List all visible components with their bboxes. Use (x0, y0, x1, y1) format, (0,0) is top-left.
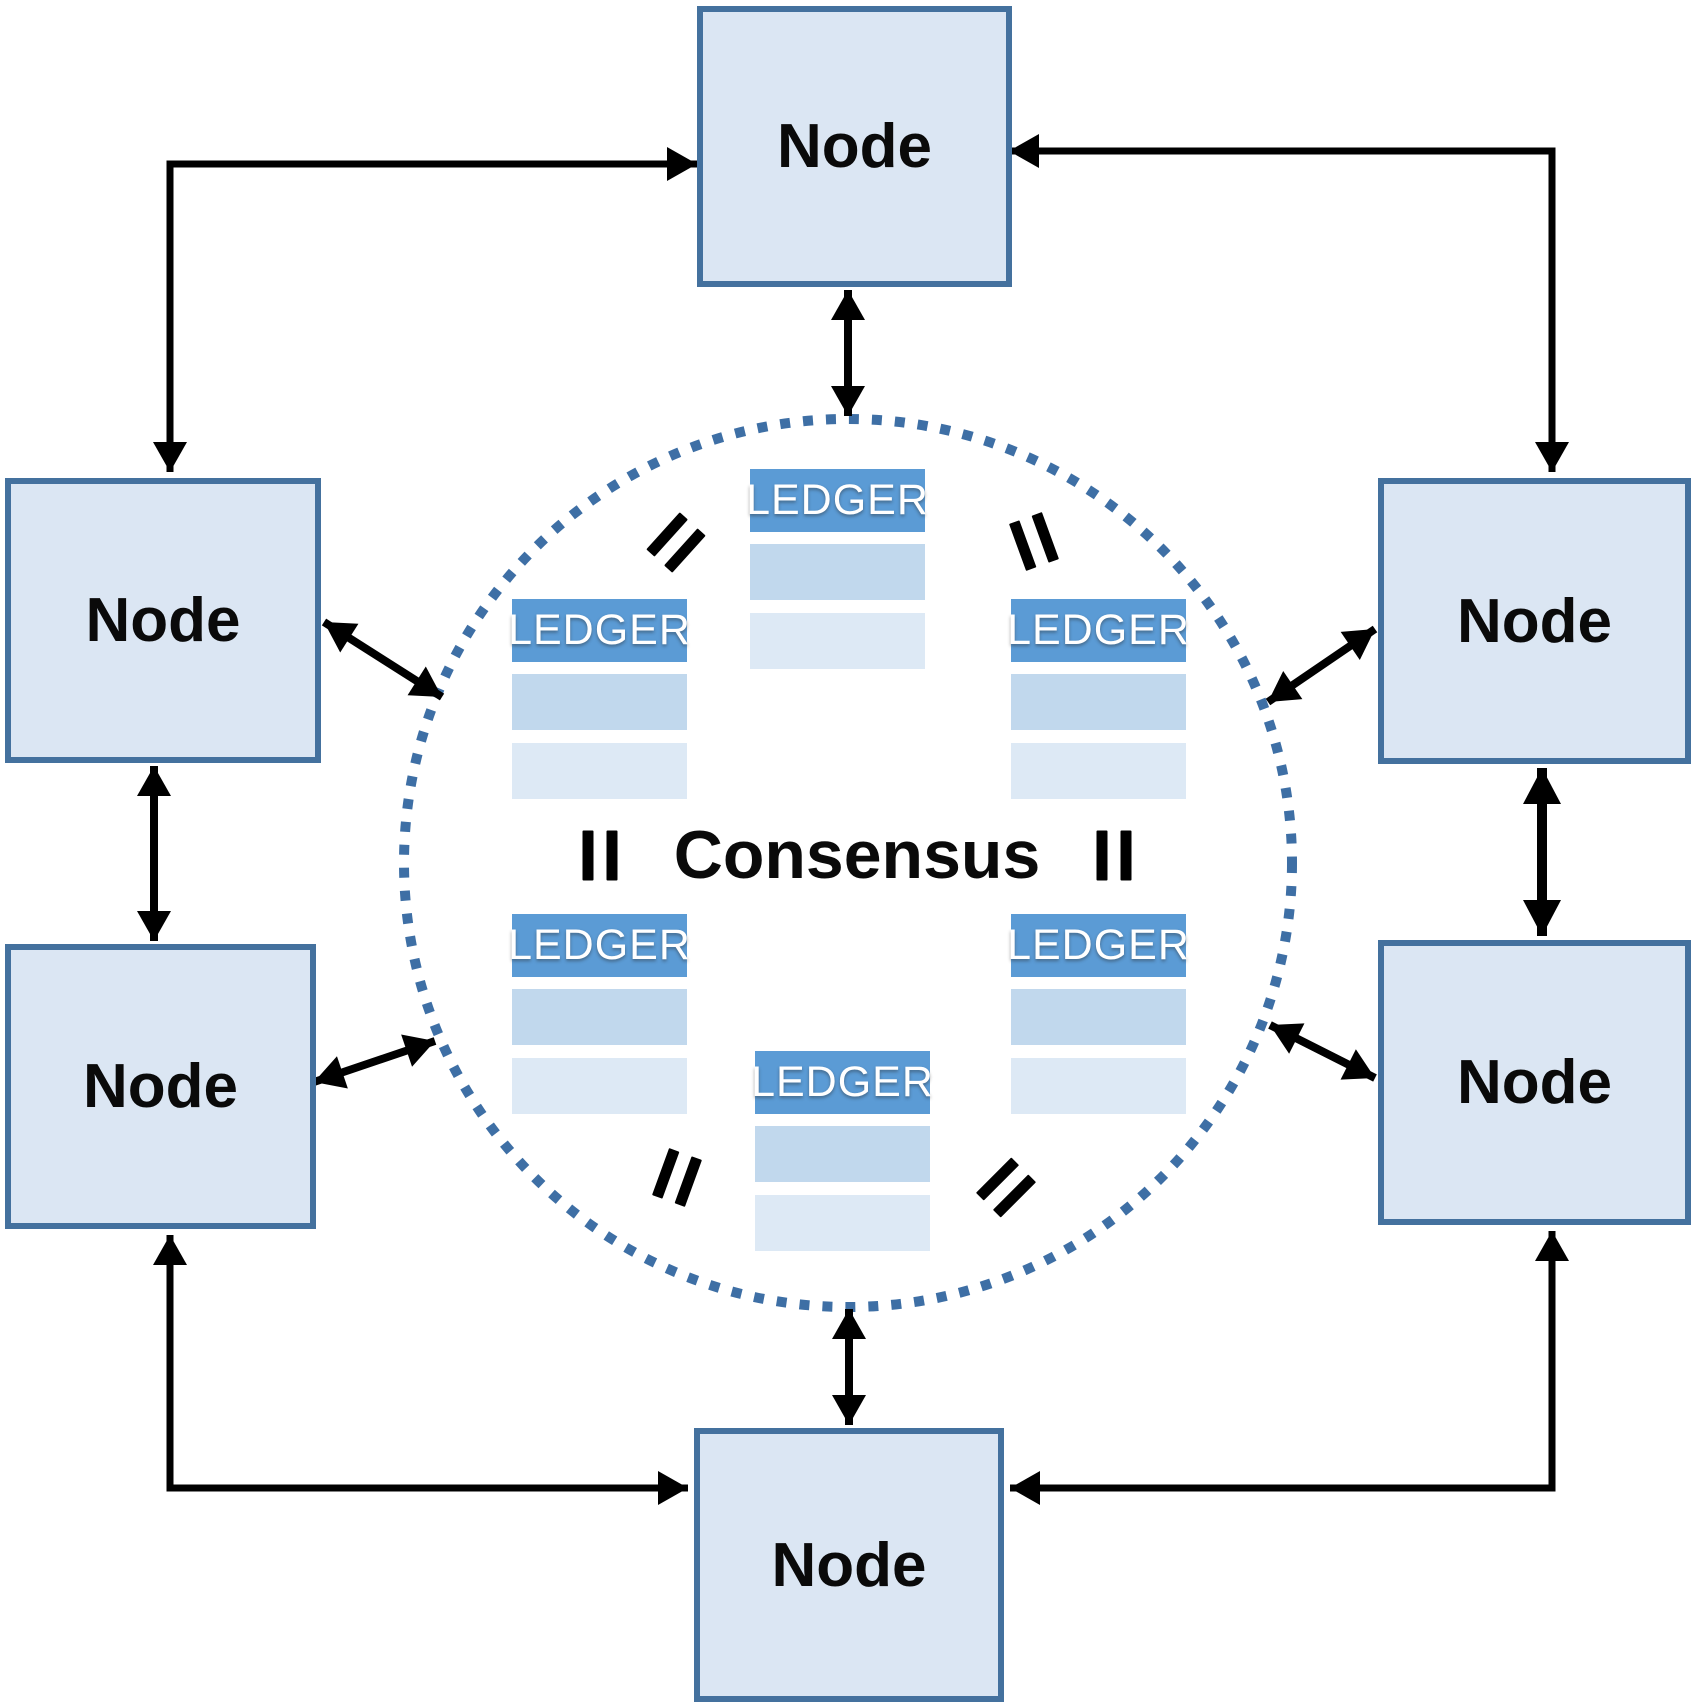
ledger-row (1011, 743, 1186, 799)
ledger-row (1011, 1058, 1186, 1114)
equals-icon-mid-left (582, 830, 618, 881)
node-lower-left: Node (5, 944, 316, 1229)
ledger-row (512, 1058, 687, 1114)
equals-bar (582, 830, 594, 881)
node-upper-left: Node (5, 478, 321, 763)
ledger-row (750, 544, 925, 600)
equals-icon-mid-right (1096, 830, 1132, 881)
node-label: Node (83, 1052, 238, 1121)
equals-bar (606, 830, 618, 881)
arrow-upper-left-node-circle (321, 618, 445, 701)
ledger-row (1011, 674, 1186, 730)
ledger-upper-right: LEDGER (1007, 599, 1189, 799)
node-label: Node (1457, 586, 1612, 656)
consensus-title: Consensus (673, 817, 1041, 893)
arrow-bottom-right-corner (1010, 1231, 1569, 1505)
arrow-lower-right-node-circle (1268, 1021, 1377, 1082)
equals-bar (1096, 830, 1108, 881)
node-bottom: Node (694, 1428, 1004, 1702)
ledger-top: LEDGER (746, 469, 928, 669)
ledger-row (512, 674, 687, 730)
ledger-bottom: LEDGER (751, 1051, 933, 1251)
node-upper-right: Node (1378, 478, 1691, 764)
ledger-label: LEDGER (1007, 606, 1190, 654)
arrow-top-right-corner (1009, 134, 1569, 472)
ledger-header: LEDGER (508, 914, 690, 977)
ledger-row (1011, 989, 1186, 1045)
arrow-upper-right-node-circle (1265, 625, 1378, 706)
node-top: Node (697, 6, 1012, 287)
ledger-label: LEDGER (751, 1058, 934, 1106)
ledger-row (512, 743, 687, 799)
ledger-row (512, 989, 687, 1045)
node-label: Node (85, 586, 241, 655)
arrow-top-left-corner (153, 147, 697, 472)
ledger-label: LEDGER (508, 606, 691, 654)
ledger-lower-right: LEDGER (1007, 914, 1189, 1114)
ledger-row (750, 613, 925, 669)
ledger-label: LEDGER (1007, 921, 1190, 969)
ledger-label: LEDGER (508, 921, 691, 969)
node-lower-right: Node (1378, 940, 1691, 1225)
arrow-bottom-left-corner (153, 1235, 688, 1505)
ledger-header: LEDGER (1007, 914, 1189, 977)
ledger-header: LEDGER (746, 469, 928, 532)
ledger-header: LEDGER (508, 599, 690, 662)
ledger-label: LEDGER (746, 476, 929, 524)
ledger-row (755, 1126, 930, 1182)
equals-bar (1120, 830, 1132, 881)
arrow-lower-left-node-circle (312, 1034, 437, 1089)
ledger-header: LEDGER (751, 1051, 933, 1114)
node-label: Node (771, 1530, 927, 1600)
node-label: Node (1457, 1048, 1612, 1117)
ledger-upper-left: LEDGER (508, 599, 690, 799)
ledger-lower-left: LEDGER (508, 914, 690, 1114)
consensus-circle (399, 414, 1297, 1312)
ledger-row (755, 1195, 930, 1251)
ledger-header: LEDGER (1007, 599, 1189, 662)
node-label: Node (777, 112, 932, 181)
